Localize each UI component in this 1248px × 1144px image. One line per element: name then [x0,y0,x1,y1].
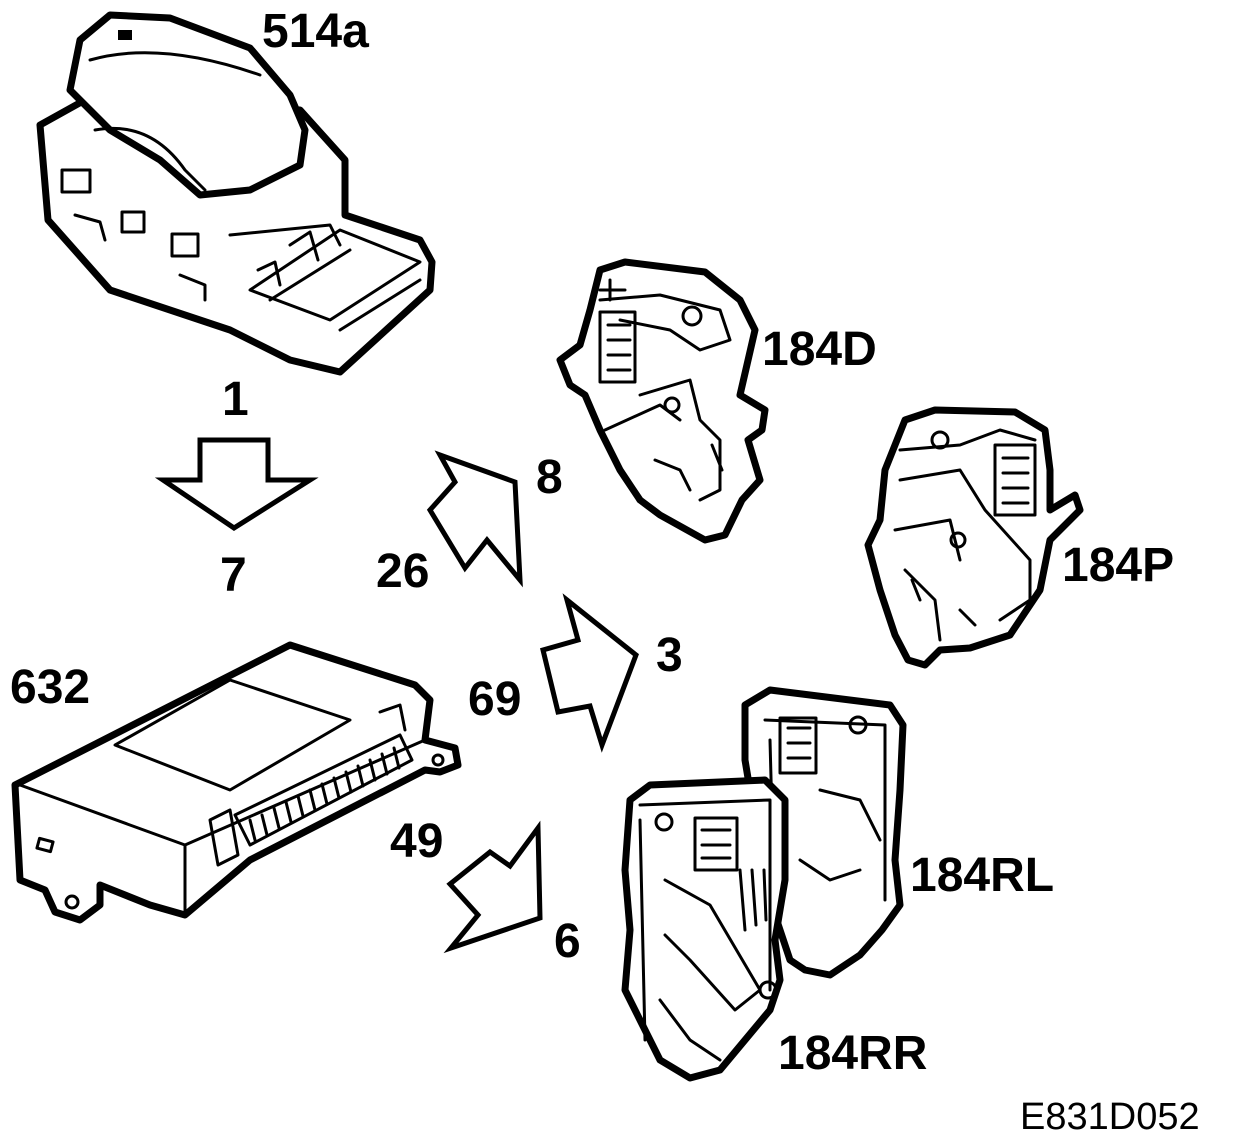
label-632: 632 [10,661,91,714]
pin-label-3: 3 [656,629,683,682]
pin-label-7: 7 [220,549,247,602]
arrow-pin-26-to-8 [426,450,523,588]
arrow-pin-49-to-6 [443,820,543,954]
pin-label-69: 69 [468,673,522,726]
pin-label-6: 6 [554,915,581,968]
label-184d: 184D [762,323,877,376]
door-module-184p [864,406,1084,669]
pin-label-1: 1 [222,373,249,426]
arrow-pin-1-to-7 [154,437,319,531]
pin-label-26: 26 [376,545,430,598]
window-switch-514a [36,11,436,376]
door-module-184d [556,258,769,544]
pin-label-8: 8 [536,451,563,504]
figure-code: E831D052 [1020,1096,1200,1138]
label-514a: 514a [262,5,369,58]
pin-label-49: 49 [390,815,444,868]
label-184p: 184P [1062,539,1175,592]
door-module-184rr [621,776,789,1082]
arrow-pin-69-to-3 [540,593,639,753]
label-184rr: 184RR [778,1027,928,1080]
label-184rl: 184RL [910,849,1055,902]
control-unit-632 [11,641,462,924]
